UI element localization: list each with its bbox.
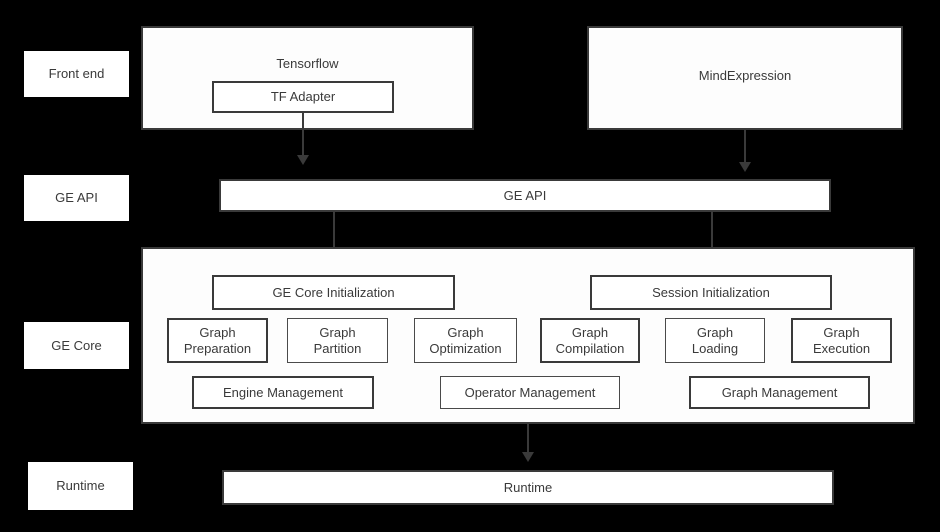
graph-execution-label: Graph Execution bbox=[812, 325, 871, 356]
operator-management-label: Operator Management bbox=[464, 384, 596, 400]
connector-geapi-to-sessioninit bbox=[711, 212, 713, 265]
ge-api-bar[interactable]: GE API bbox=[219, 179, 831, 212]
connector-gecore-to-runtime bbox=[527, 424, 529, 459]
runtime-bar[interactable]: Runtime bbox=[222, 470, 834, 505]
graph-compilation-label: Graph Compilation bbox=[555, 325, 625, 356]
graph-loading-box[interactable]: Graph Loading bbox=[665, 318, 765, 363]
graph-execution-box[interactable]: Graph Execution bbox=[791, 318, 892, 363]
graph-preparation-label: Graph Preparation bbox=[183, 325, 252, 356]
graph-compilation-box[interactable]: Graph Compilation bbox=[540, 318, 640, 363]
engine-management-label: Engine Management bbox=[223, 384, 343, 400]
graph-optimization-label: Graph Optimization bbox=[429, 325, 502, 356]
tf-adapter-box[interactable]: TF Adapter bbox=[212, 81, 394, 113]
ge-core-initialization-label: GE Core Initialization bbox=[272, 284, 395, 300]
connector-tfadapter-to-geapi bbox=[302, 113, 304, 161]
graph-partition-box[interactable]: Graph Partition bbox=[287, 318, 388, 363]
session-initialization-label: Session Initialization bbox=[652, 284, 770, 300]
tensorflow-container[interactable]: Tensorflow bbox=[141, 26, 474, 130]
layer-label-front-end-text: Front end bbox=[48, 66, 105, 82]
layer-label-runtime-text: Runtime bbox=[56, 478, 105, 494]
mindexpression-label: MindExpression bbox=[698, 68, 792, 83]
runtime-bar-label: Runtime bbox=[503, 479, 553, 495]
graph-optimization-box[interactable]: Graph Optimization bbox=[414, 318, 517, 363]
connector-geapi-to-gecoreinit bbox=[333, 212, 335, 265]
layer-label-ge-core: GE Core bbox=[24, 322, 129, 369]
graph-loading-label: Graph Loading bbox=[691, 325, 739, 356]
layer-label-front-end: Front end bbox=[24, 51, 129, 97]
tensorflow-label: Tensorflow bbox=[276, 56, 339, 71]
operator-management-box[interactable]: Operator Management bbox=[440, 376, 620, 409]
layer-label-runtime: Runtime bbox=[28, 462, 133, 510]
arrowhead-mindexpression-to-geapi bbox=[739, 162, 751, 172]
graph-management-box[interactable]: Graph Management bbox=[689, 376, 870, 409]
engine-management-box[interactable]: Engine Management bbox=[192, 376, 374, 409]
graph-preparation-box[interactable]: Graph Preparation bbox=[167, 318, 268, 363]
ge-api-bar-label: GE API bbox=[503, 187, 547, 203]
connector-mindexpression-to-geapi bbox=[744, 130, 746, 168]
layer-label-ge-api-text: GE API bbox=[55, 190, 98, 206]
arrowhead-gecore-to-runtime bbox=[522, 452, 534, 462]
graph-management-label: Graph Management bbox=[721, 384, 838, 400]
arrowhead-tfadapter-to-geapi bbox=[297, 155, 309, 165]
tf-adapter-label: TF Adapter bbox=[270, 89, 336, 105]
mindexpression-container[interactable]: MindExpression bbox=[587, 26, 903, 130]
layer-label-ge-core-text: GE Core bbox=[51, 337, 102, 353]
ge-core-initialization-box[interactable]: GE Core Initialization bbox=[212, 275, 455, 310]
graph-partition-label: Graph Partition bbox=[313, 325, 362, 356]
layer-label-ge-api: GE API bbox=[24, 175, 129, 221]
session-initialization-box[interactable]: Session Initialization bbox=[590, 275, 832, 310]
